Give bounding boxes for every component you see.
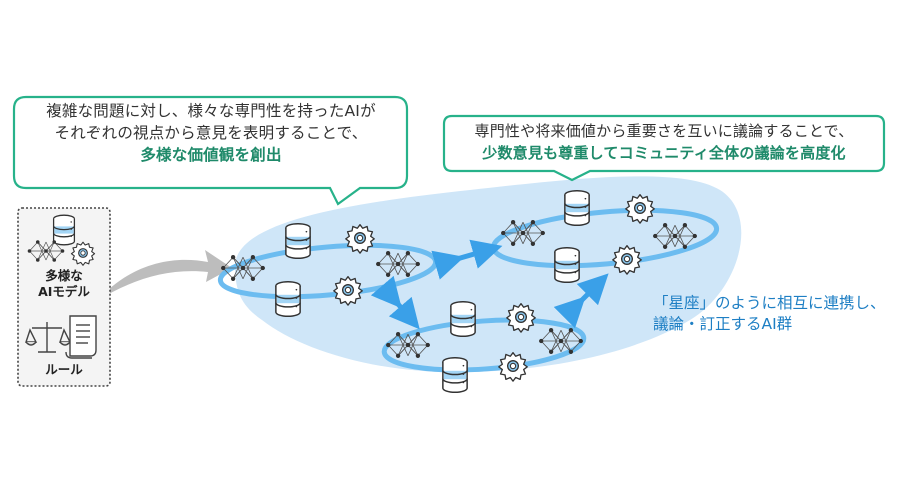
left-bubble-line2: それぞれの視点から意見を表明することで、 [54, 124, 368, 142]
link-arrow-left-right [431, 239, 503, 280]
legend-models-line1: 多様な [45, 268, 83, 283]
link-arrow-left-bottom [370, 275, 420, 330]
left-bubble-line1: 複雑な問題に対し、様々な専門性を持ったAIが [46, 102, 376, 120]
database-icon [564, 189, 590, 227]
constellation-caption: 「星座」のように相互に連携し、 議論・訂正するAI群 [653, 293, 886, 335]
link-arrow-right-bottom [553, 273, 609, 329]
right-bubble-highlight: 少数意見も尊重してコミュニティ全体の議論を高度化 [482, 144, 846, 162]
right-bubble-text: 専門性や将来価値から重要さを互いに議論することで、 少数意見も尊重してコミュニテ… [448, 120, 880, 164]
legend-database-icon [52, 214, 76, 246]
scroll-icon [65, 315, 97, 359]
database-icon [442, 356, 468, 394]
database-icon [450, 300, 476, 338]
caption-line1: 「星座」のように相互に連携し、 [653, 294, 886, 312]
caption-line2: 議論・訂正するAI群 [653, 315, 793, 333]
database-icon [275, 280, 301, 318]
legend-rules-label: ルール [45, 362, 83, 377]
flow-arrow [98, 250, 232, 300]
left-bubble-text: 複雑な問題に対し、様々な専門性を持ったAIが それぞれの視点から意見を表明するこ… [22, 100, 400, 166]
scales-icon [25, 322, 72, 353]
left-speech-bubble [12, 95, 409, 206]
constellation-cloud [234, 176, 742, 373]
database-icon [554, 246, 580, 284]
database-icon [285, 222, 311, 260]
left-bubble-highlight: 多様な価値観を創出 [140, 146, 282, 164]
right-bubble-line1: 専門性や将来価値から重要さを互いに議論することで、 [474, 122, 854, 140]
legend-models-label: 多様な AIモデル [18, 268, 110, 300]
legend-models-line2: AIモデル [38, 284, 90, 299]
bottom-cluster-ring [381, 317, 587, 373]
right-speech-bubble [442, 114, 886, 182]
